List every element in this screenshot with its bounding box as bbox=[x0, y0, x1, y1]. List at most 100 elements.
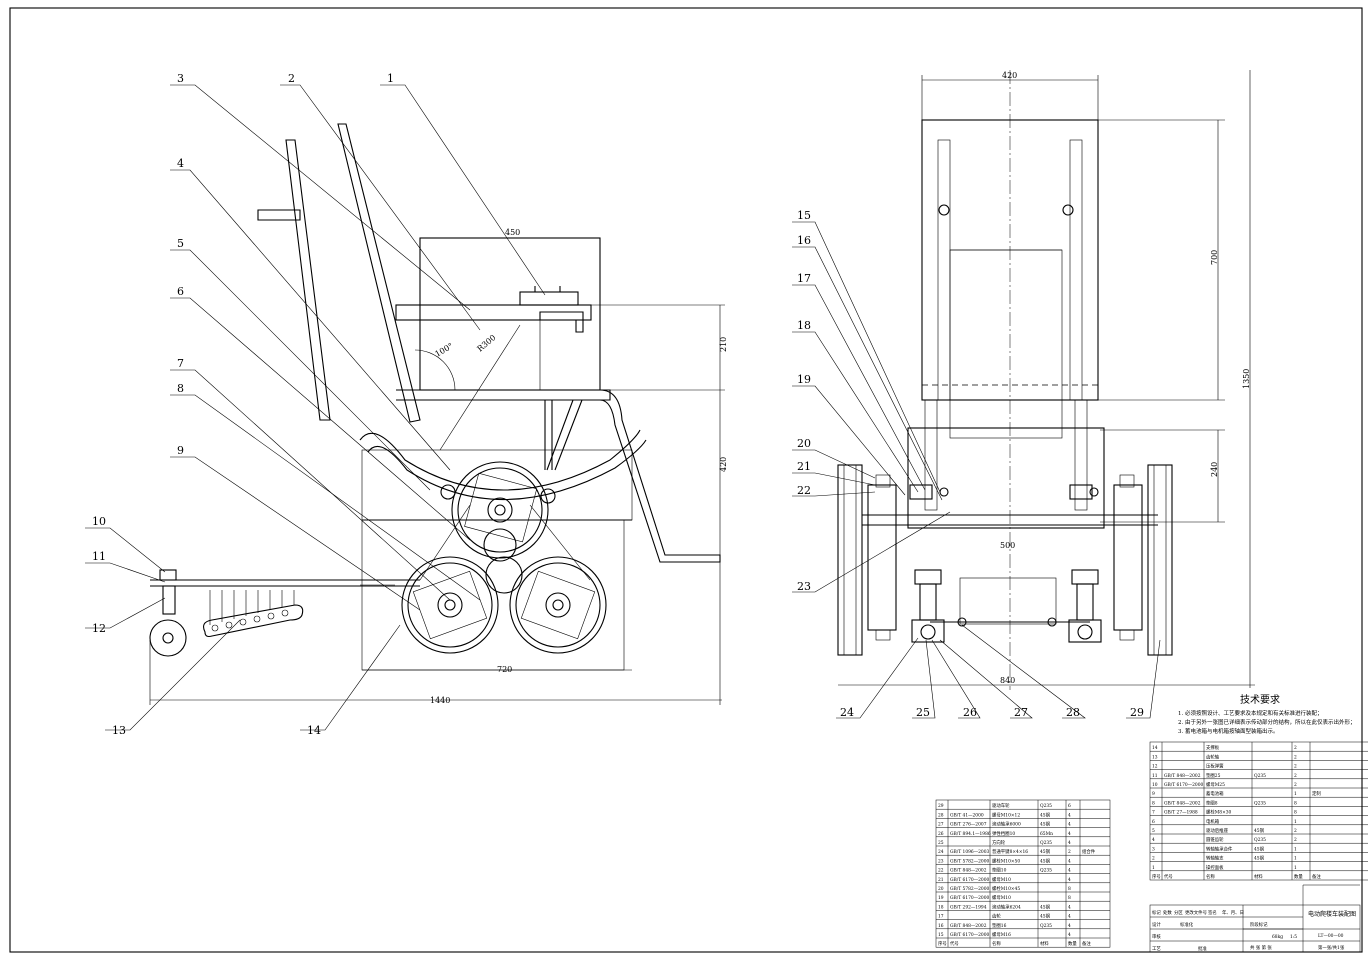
sheet-count: 共 张 第 张 bbox=[1250, 944, 1272, 951]
bom-cell: 方向轮 bbox=[992, 839, 1006, 846]
dim-front-frame-height: 700 bbox=[1210, 250, 1219, 265]
balloon-5: 5 bbox=[177, 237, 184, 250]
bom-cell: 4 bbox=[1068, 859, 1071, 864]
drawing-name: 电动爬楼车装配图 bbox=[1308, 910, 1356, 918]
bom-cell: 14 bbox=[1152, 746, 1158, 751]
bom-header-cell: 数量 bbox=[1068, 940, 1077, 947]
bom-cell: 9 bbox=[1152, 792, 1155, 797]
bom-cell: 2 bbox=[1294, 765, 1297, 770]
bom-cell: 电机箱 bbox=[1206, 818, 1220, 825]
bom-cell: GB/T 6170—2000 bbox=[950, 933, 989, 938]
bom-cell: 弹性挡圈10 bbox=[992, 830, 1015, 837]
bom-cell: GB/T 848—2002 bbox=[1164, 774, 1201, 779]
bom-cell: 4 bbox=[1068, 915, 1071, 920]
bom-cell: GB/T 6170—2000 bbox=[1164, 783, 1203, 788]
bom-cell: 25 bbox=[938, 841, 944, 846]
bom-cell: Q235 bbox=[1040, 869, 1052, 874]
balloon-15: 15 bbox=[797, 209, 811, 222]
bom-cell: 2 bbox=[1294, 746, 1297, 751]
bom-cell: 45钢 bbox=[1040, 848, 1051, 855]
bom-cell: 3 bbox=[1152, 847, 1155, 852]
bom-cell: GB/T 6170—2000 bbox=[950, 878, 989, 883]
balloon-29: 29 bbox=[1130, 706, 1144, 719]
bom-cell: 圆锥齿轮 bbox=[1206, 836, 1224, 843]
bom-cell: Q235 bbox=[1254, 774, 1266, 779]
bom-header-cell: 备注 bbox=[1312, 873, 1321, 880]
bom-cell: GB/T 276—2007 bbox=[950, 823, 987, 828]
dim-side-angle: 100° bbox=[434, 341, 455, 358]
bom-cell: 8 bbox=[1294, 811, 1297, 816]
bom-cell: 齿轮 bbox=[992, 913, 1001, 920]
balloon-21: 21 bbox=[797, 460, 811, 473]
tb-label-process: 工艺 bbox=[1152, 946, 1161, 952]
bom-cell: 4 bbox=[1068, 924, 1071, 929]
bom-cell: 1 bbox=[1294, 792, 1297, 797]
bom-header-cell: 材料 bbox=[1254, 873, 1263, 880]
bom-cell: 2 bbox=[1294, 755, 1297, 760]
bom-cell: 1 bbox=[1152, 866, 1155, 871]
tb-label-change: 更改文件号 bbox=[1185, 909, 1208, 916]
bom-row: 13 齿轮轴 2 bbox=[1152, 753, 1297, 760]
bom-cell: GB/T 848—2002 bbox=[950, 869, 987, 874]
bom-cell: 45钢 bbox=[1040, 821, 1051, 828]
bom-cell: 滚动轴承6204 bbox=[992, 903, 1021, 910]
title-block: 电动爬楼车装配图 LT—00—00 第一张/共1张 阶段标记 68kg 1:5 … bbox=[1149, 884, 1361, 953]
front-view: 420 700 1350 240 500 840 bbox=[792, 70, 1255, 719]
bom-header-cell: 代号 bbox=[950, 940, 959, 947]
tb-label-date: 年、月、日 bbox=[1222, 909, 1244, 916]
bom-cell: 垫圈16 bbox=[992, 922, 1007, 929]
bom-cell: 65Mn bbox=[1040, 832, 1053, 837]
balloon-26: 26 bbox=[963, 706, 977, 719]
bom-cell: 28 bbox=[938, 813, 944, 818]
bom-cell: 操控面板 bbox=[1206, 864, 1224, 871]
bom-cell: 13 bbox=[1152, 755, 1158, 760]
bom-cell: 螺母M10 bbox=[992, 876, 1011, 883]
bom-cell: 6 bbox=[1152, 820, 1155, 825]
bom-cell: 45钢 bbox=[1254, 855, 1265, 862]
tech-requirements: 技术要求 1. 必须按照设计、工艺要求及本规定和有关标准进行装配； 2. 由于另… bbox=[1178, 693, 1356, 735]
bom-cell: 2 bbox=[1294, 774, 1297, 779]
balloon-3: 3 bbox=[177, 72, 184, 85]
bom-header-cell: 材料 bbox=[1040, 940, 1049, 947]
bom-cell: 驱动后推座 bbox=[1206, 827, 1229, 834]
balloon-12: 12 bbox=[92, 622, 106, 635]
bom-header-cell: 名称 bbox=[1206, 873, 1215, 880]
balloon-13: 13 bbox=[112, 724, 126, 737]
dim-side-mid-height: 210 bbox=[719, 337, 728, 352]
balloon-4: 4 bbox=[177, 157, 184, 170]
bom-cell: 4 bbox=[1068, 823, 1071, 828]
tb-label-mark: 标记 bbox=[1152, 909, 1161, 916]
bom-cell: 螺母M10×12 bbox=[992, 811, 1020, 818]
bom-cell: 19 bbox=[938, 896, 944, 901]
bom-cell: 6 bbox=[1068, 804, 1071, 809]
balloon-11: 11 bbox=[92, 550, 106, 563]
bom-cell: 普通平键8×4×16 bbox=[992, 848, 1028, 855]
balloon-7: 7 bbox=[177, 357, 184, 370]
bom-cell: 45钢 bbox=[1040, 811, 1051, 818]
weight: 68kg bbox=[1272, 935, 1283, 940]
bom-cell: 齿轮轴 bbox=[1206, 753, 1220, 760]
bom-cell: 压板弹簧 bbox=[1206, 763, 1224, 770]
bom-cell: 垫圈8 bbox=[1206, 799, 1218, 806]
tb-label-design: 设计 bbox=[1152, 921, 1161, 928]
tb-label-count: 处数 bbox=[1163, 909, 1172, 916]
bom-cell: 8 bbox=[1068, 887, 1071, 892]
dim-front-overall-width: 840 bbox=[1000, 676, 1015, 685]
bom-cell: 7 bbox=[1152, 811, 1155, 816]
bom-cell: 26 bbox=[938, 832, 944, 837]
